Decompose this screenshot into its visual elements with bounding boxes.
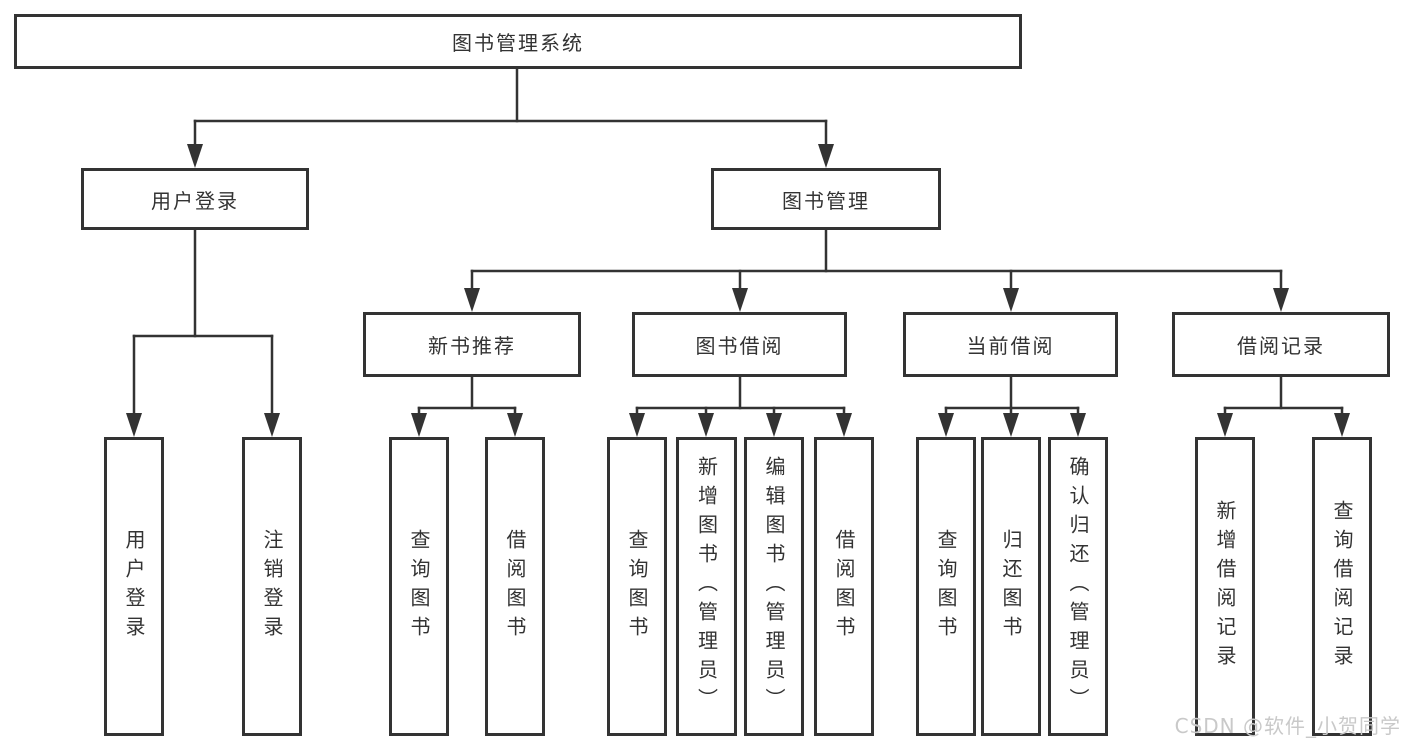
leaf-logout: 注销登录 bbox=[242, 437, 302, 736]
connector-book-borrow-to-leaves bbox=[629, 375, 852, 437]
leaf-add-borrow-record-label: 新增借阅记录 bbox=[1213, 499, 1237, 674]
node-current-borrowing-label: 当前借阅 bbox=[966, 334, 1055, 358]
leaf-add-books-admin: 新增图书（管理员） bbox=[676, 437, 737, 736]
node-root-system-label: 图书管理系统 bbox=[452, 31, 584, 55]
node-new-book-recommend: 新书推荐 bbox=[363, 312, 581, 377]
leaf-recommend-query-books-label: 查询图书 bbox=[407, 528, 431, 645]
node-new-book-recommend-label: 新书推荐 bbox=[428, 334, 516, 358]
leaf-edit-books-admin-label: 编辑图书（管理员） bbox=[762, 456, 786, 717]
node-book-borrowing: 图书借阅 bbox=[632, 312, 847, 377]
leaf-logout-label: 注销登录 bbox=[260, 528, 284, 645]
leaf-add-borrow-record: 新增借阅记录 bbox=[1195, 437, 1255, 736]
leaf-recommend-query-books: 查询图书 bbox=[389, 437, 449, 736]
node-user-login-label: 用户登录 bbox=[151, 188, 239, 213]
csdn-watermark: CSDN @软件_小贺同学 bbox=[1174, 714, 1401, 738]
leaf-borrowing-query-books-label: 查询图书 bbox=[625, 528, 649, 645]
connector-current-borrow-to-leaves bbox=[938, 375, 1086, 437]
node-borrowing-records: 借阅记录 bbox=[1172, 312, 1390, 377]
node-current-borrowing: 当前借阅 bbox=[903, 312, 1118, 377]
connector-book-mgmt-to-level2 bbox=[464, 229, 1289, 312]
node-book-borrowing-label: 图书借阅 bbox=[695, 334, 784, 358]
node-book-management: 图书管理 bbox=[711, 168, 941, 230]
leaf-return-books: 归还图书 bbox=[981, 437, 1041, 736]
leaf-borrowing-query-books: 查询图书 bbox=[607, 437, 667, 736]
leaf-query-borrow-record: 查询借阅记录 bbox=[1312, 437, 1372, 736]
connector-borrow-record-to-leaves bbox=[1217, 375, 1350, 437]
leaf-query-borrow-record-label: 查询借阅记录 bbox=[1330, 499, 1354, 674]
node-user-login: 用户登录 bbox=[81, 168, 309, 230]
connector-user-login-to-leaves bbox=[126, 229, 280, 437]
leaf-borrowing-borrow-books: 借阅图书 bbox=[814, 437, 874, 736]
leaf-recommend-borrow-books-label: 借阅图书 bbox=[503, 528, 527, 645]
connector-root-to-level1 bbox=[187, 67, 834, 168]
node-root-system: 图书管理系统 bbox=[14, 14, 1022, 69]
node-book-management-label: 图书管理 bbox=[782, 188, 870, 213]
leaf-user-login-label: 用户登录 bbox=[122, 528, 146, 645]
node-borrowing-records-label: 借阅记录 bbox=[1237, 334, 1325, 358]
leaf-add-books-admin-label: 新增图书（管理员） bbox=[694, 456, 719, 717]
leaf-return-books-label: 归还图书 bbox=[999, 528, 1023, 645]
leaf-current-query-books: 查询图书 bbox=[916, 437, 976, 736]
leaf-confirm-return-admin-label: 确认归还（管理员） bbox=[1066, 456, 1090, 717]
leaf-borrowing-borrow-books-label: 借阅图书 bbox=[832, 528, 856, 645]
connector-new-book-rec-to-leaves bbox=[411, 375, 523, 437]
leaf-current-query-books-label: 查询图书 bbox=[934, 528, 958, 645]
leaf-recommend-borrow-books: 借阅图书 bbox=[485, 437, 545, 736]
leaf-confirm-return-admin: 确认归还（管理员） bbox=[1048, 437, 1108, 736]
leaf-edit-books-admin: 编辑图书（管理员） bbox=[744, 437, 804, 736]
leaf-user-login: 用户登录 bbox=[104, 437, 164, 736]
